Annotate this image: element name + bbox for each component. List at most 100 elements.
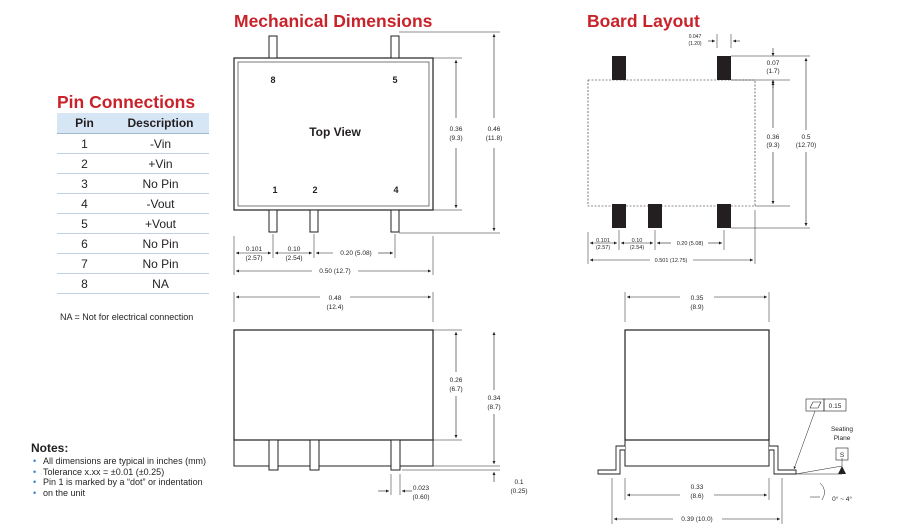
- pin-description: +Vin: [112, 153, 209, 174]
- description-column-header: Description: [112, 113, 209, 134]
- dim-side-h2: 0.34: [488, 395, 501, 402]
- dim-board-h1-mm: (9.3): [766, 142, 779, 149]
- na-note: NA = Not for electrical connection: [60, 312, 194, 322]
- board-layout-drawing: [587, 34, 810, 264]
- pin-description: +Vout: [112, 213, 209, 234]
- table-row: 1-Vin: [57, 133, 209, 154]
- dim-board-h2-mm: (12.70): [796, 142, 817, 149]
- dim-top-b-mm: (2.54): [286, 255, 303, 262]
- dim-board-pad: 0.07: [767, 60, 780, 67]
- pin-description: -Vin: [112, 133, 209, 154]
- dim-board-top1-mm: (1.20): [688, 41, 701, 47]
- dim-side-t: 0.1: [514, 479, 523, 486]
- dim-side-h1-mm: (6.7): [449, 386, 462, 393]
- dim-side-h1: 0.26: [450, 377, 463, 384]
- dim-top-w: 0.50 (12.7): [319, 268, 350, 275]
- seating-plane-label-1: Seating: [831, 426, 853, 433]
- pin-label-8: 8: [270, 75, 275, 85]
- dim-board-a: 0.101: [596, 238, 610, 244]
- dim-board-c: 0.20 (5.08): [677, 241, 704, 247]
- pin-label-1: 1: [272, 185, 277, 195]
- note-item: on the unit: [31, 488, 206, 499]
- pin-column-header: Pin: [57, 113, 112, 134]
- bottom-pin-4: [390, 209, 400, 233]
- pin-number: 2: [57, 153, 112, 174]
- dim-top-h2-mm: (11.8): [486, 135, 503, 142]
- pin-number: 6: [57, 233, 112, 254]
- dim-top-b: 0.10: [288, 246, 301, 253]
- pin-description: No Pin: [112, 173, 209, 194]
- pad-bottom-4: [717, 204, 731, 228]
- pad-bottom-2: [648, 204, 662, 228]
- dim-top-c: 0.20 (5.08): [340, 250, 371, 257]
- flatness-symbol-box: [805, 398, 825, 412]
- dim-end-inner: 0.33: [691, 484, 704, 491]
- pin-table-header: Pin Description: [57, 113, 209, 134]
- note-item: All dimensions are typical in inches (mm…: [31, 456, 206, 467]
- mechanical-dimensions-heading: Mechanical Dimensions: [234, 11, 433, 31]
- dim-side-p: 0.023: [413, 485, 430, 492]
- bottom-pin-1: [268, 209, 278, 233]
- top-pin-5: [390, 35, 400, 59]
- pin-number: 8: [57, 273, 112, 294]
- dim-end-inner-mm: (8.6): [690, 493, 703, 500]
- datum-s-label: S: [840, 452, 845, 459]
- board-layout-heading: Board Layout: [587, 11, 700, 31]
- pin-number: 7: [57, 253, 112, 274]
- dim-board-a-mm: (2.57): [596, 245, 611, 251]
- table-row: 2+Vin: [57, 153, 209, 174]
- table-row: 5+Vout: [57, 213, 209, 234]
- dim-end-w: 0.35: [691, 295, 704, 302]
- dim-end-total: 0.39 (10.0): [681, 516, 712, 523]
- pad-bottom-1: [612, 204, 626, 228]
- dim-top-h1: 0.36: [450, 126, 463, 133]
- pin-label-5: 5: [392, 75, 397, 85]
- seating-plane-label-2: Plane: [834, 435, 851, 442]
- pin-number: 4: [57, 193, 112, 214]
- pin-number: 3: [57, 173, 112, 194]
- pin-description: -Vout: [112, 193, 209, 214]
- pin-label-2: 2: [312, 185, 317, 195]
- dim-side-w-mm: (12.4): [327, 304, 344, 311]
- top-pin-8: [268, 35, 278, 59]
- top-view-title: Top View: [309, 125, 361, 139]
- bottom-pin-2: [309, 209, 319, 233]
- end-view-drawing: [597, 292, 849, 524]
- note-item: Tolerance x.xx = ±0.01 (±0.25): [31, 467, 206, 478]
- pin-connections-heading: Pin Connections: [57, 92, 196, 112]
- dim-side-p-mm: (0.60): [413, 494, 430, 501]
- dim-side-t-mm: (0.25): [511, 488, 528, 495]
- dim-board-b: 0.10: [632, 238, 643, 244]
- dim-board-h1: 0.36: [767, 134, 780, 141]
- pin-description: No Pin: [112, 253, 209, 274]
- dim-top-h1-mm: (9.3): [449, 135, 462, 142]
- table-row: 4-Vout: [57, 193, 209, 214]
- note-item: Pin 1 is marked by a “dot” or indentatio…: [31, 477, 206, 488]
- dim-board-b-mm: (2.54): [630, 245, 645, 251]
- pin-description: No Pin: [112, 233, 209, 254]
- dim-top-a: 0.101: [246, 246, 263, 253]
- flatness-value: 0.15: [829, 403, 842, 410]
- top-view-drawing: [233, 31, 500, 275]
- dim-top-h2: 0.46: [488, 126, 501, 133]
- notes-title: Notes:: [31, 441, 69, 455]
- pad-top-left: [612, 56, 626, 80]
- dim-side-w: 0.48: [329, 295, 342, 302]
- notes-list: All dimensions are typical in inches (mm…: [31, 456, 206, 498]
- dim-board-pad-mm: (1.7): [766, 68, 779, 75]
- side-view-drawing: [233, 292, 500, 495]
- dim-board-h2: 0.5: [801, 134, 810, 141]
- pin-number: 5: [57, 213, 112, 234]
- pin-number: 1: [57, 133, 112, 154]
- lead-angle-label: 0° ~ 4°: [832, 495, 852, 503]
- pad-top-right: [717, 56, 731, 80]
- dim-side-h2-mm: (8.7): [487, 404, 500, 411]
- dim-top-a-mm: (2.57): [246, 255, 263, 262]
- dim-board-w: 0.501 (12.75): [655, 258, 688, 264]
